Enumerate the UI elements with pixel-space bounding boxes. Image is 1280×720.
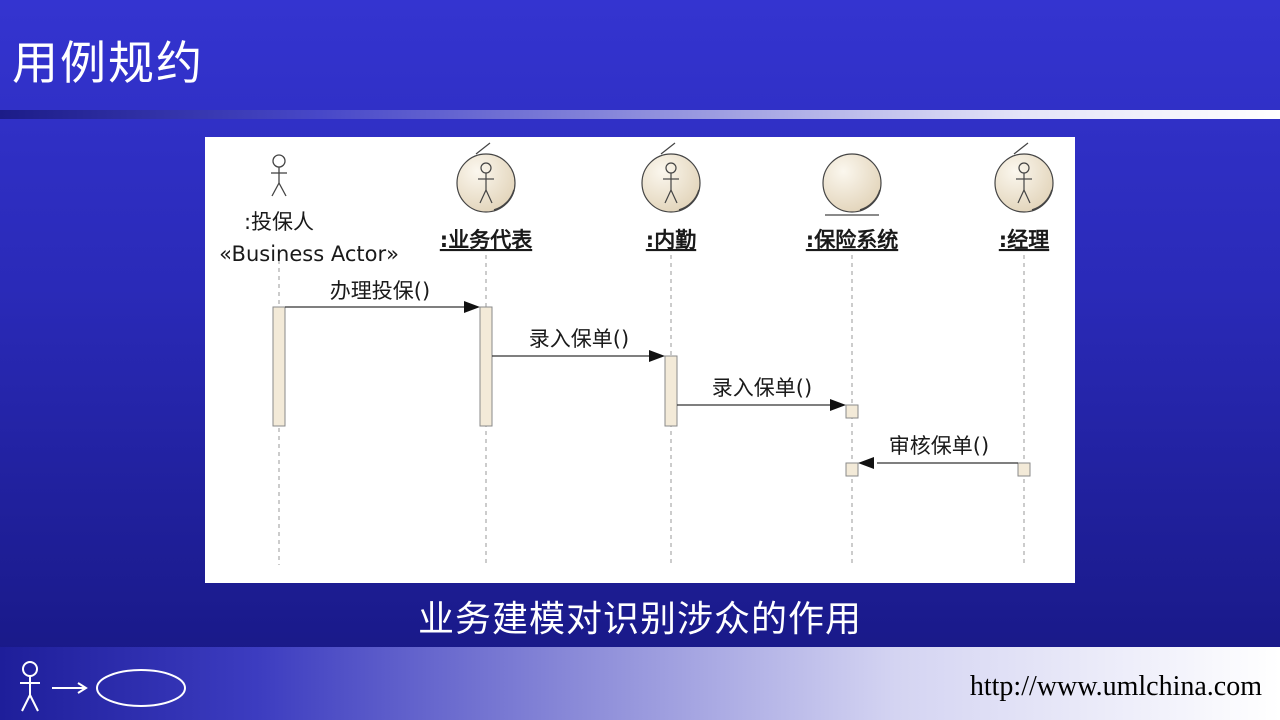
activation-bar-5 (845, 462, 859, 477)
activation-bar-2 (479, 306, 493, 427)
slide-title: 用例规约 (12, 36, 204, 90)
message-1-arrowhead (464, 301, 480, 313)
message-3-arrowhead (830, 399, 846, 411)
sequence-diagram-canvas: :投保人 «Business Actor» :业务代表 :内勤 (219, 142, 1054, 565)
stick-actor-icon (271, 154, 287, 197)
sequence-diagram: :投保人 «Business Actor» :业务代表 :内勤 (205, 137, 1075, 583)
activation-bar-6 (1017, 462, 1031, 477)
slide-caption: 业务建模对识别涉众的作用 (417, 599, 862, 640)
activation-bar-1 (272, 306, 286, 427)
business-worker-icon (641, 142, 701, 213)
lifeline-1-stereotype: «Business Actor» (219, 242, 399, 266)
message-4-label: 审核保单() (889, 434, 989, 458)
lifeline-3-name: :内勤 (646, 228, 696, 252)
business-entity-icon (822, 153, 882, 216)
message-2-label: 录入保单() (529, 327, 629, 351)
lifeline-2-name: :业务代表 (440, 228, 533, 252)
actor-usecase-icon (20, 661, 186, 712)
message-4-arrowhead (858, 457, 874, 469)
website-url: http://www.umlchina.com (969, 671, 1262, 702)
business-worker-icon (994, 142, 1054, 213)
title-divider (0, 110, 1280, 119)
business-worker-icon (456, 142, 516, 213)
message-2-arrowhead (649, 350, 665, 362)
activation-bar-4 (845, 404, 859, 419)
lifeline-4-name: :保险系统 (806, 228, 898, 252)
message-3-label: 录入保单() (712, 376, 812, 400)
message-1-label: 办理投保() (330, 279, 430, 303)
activation-bar-3 (664, 355, 678, 427)
footer-bar: http://www.umlchina.com (0, 647, 1280, 720)
lifeline-1-name: :投保人 (244, 210, 314, 234)
lifeline-5-name: :经理 (999, 228, 1049, 252)
